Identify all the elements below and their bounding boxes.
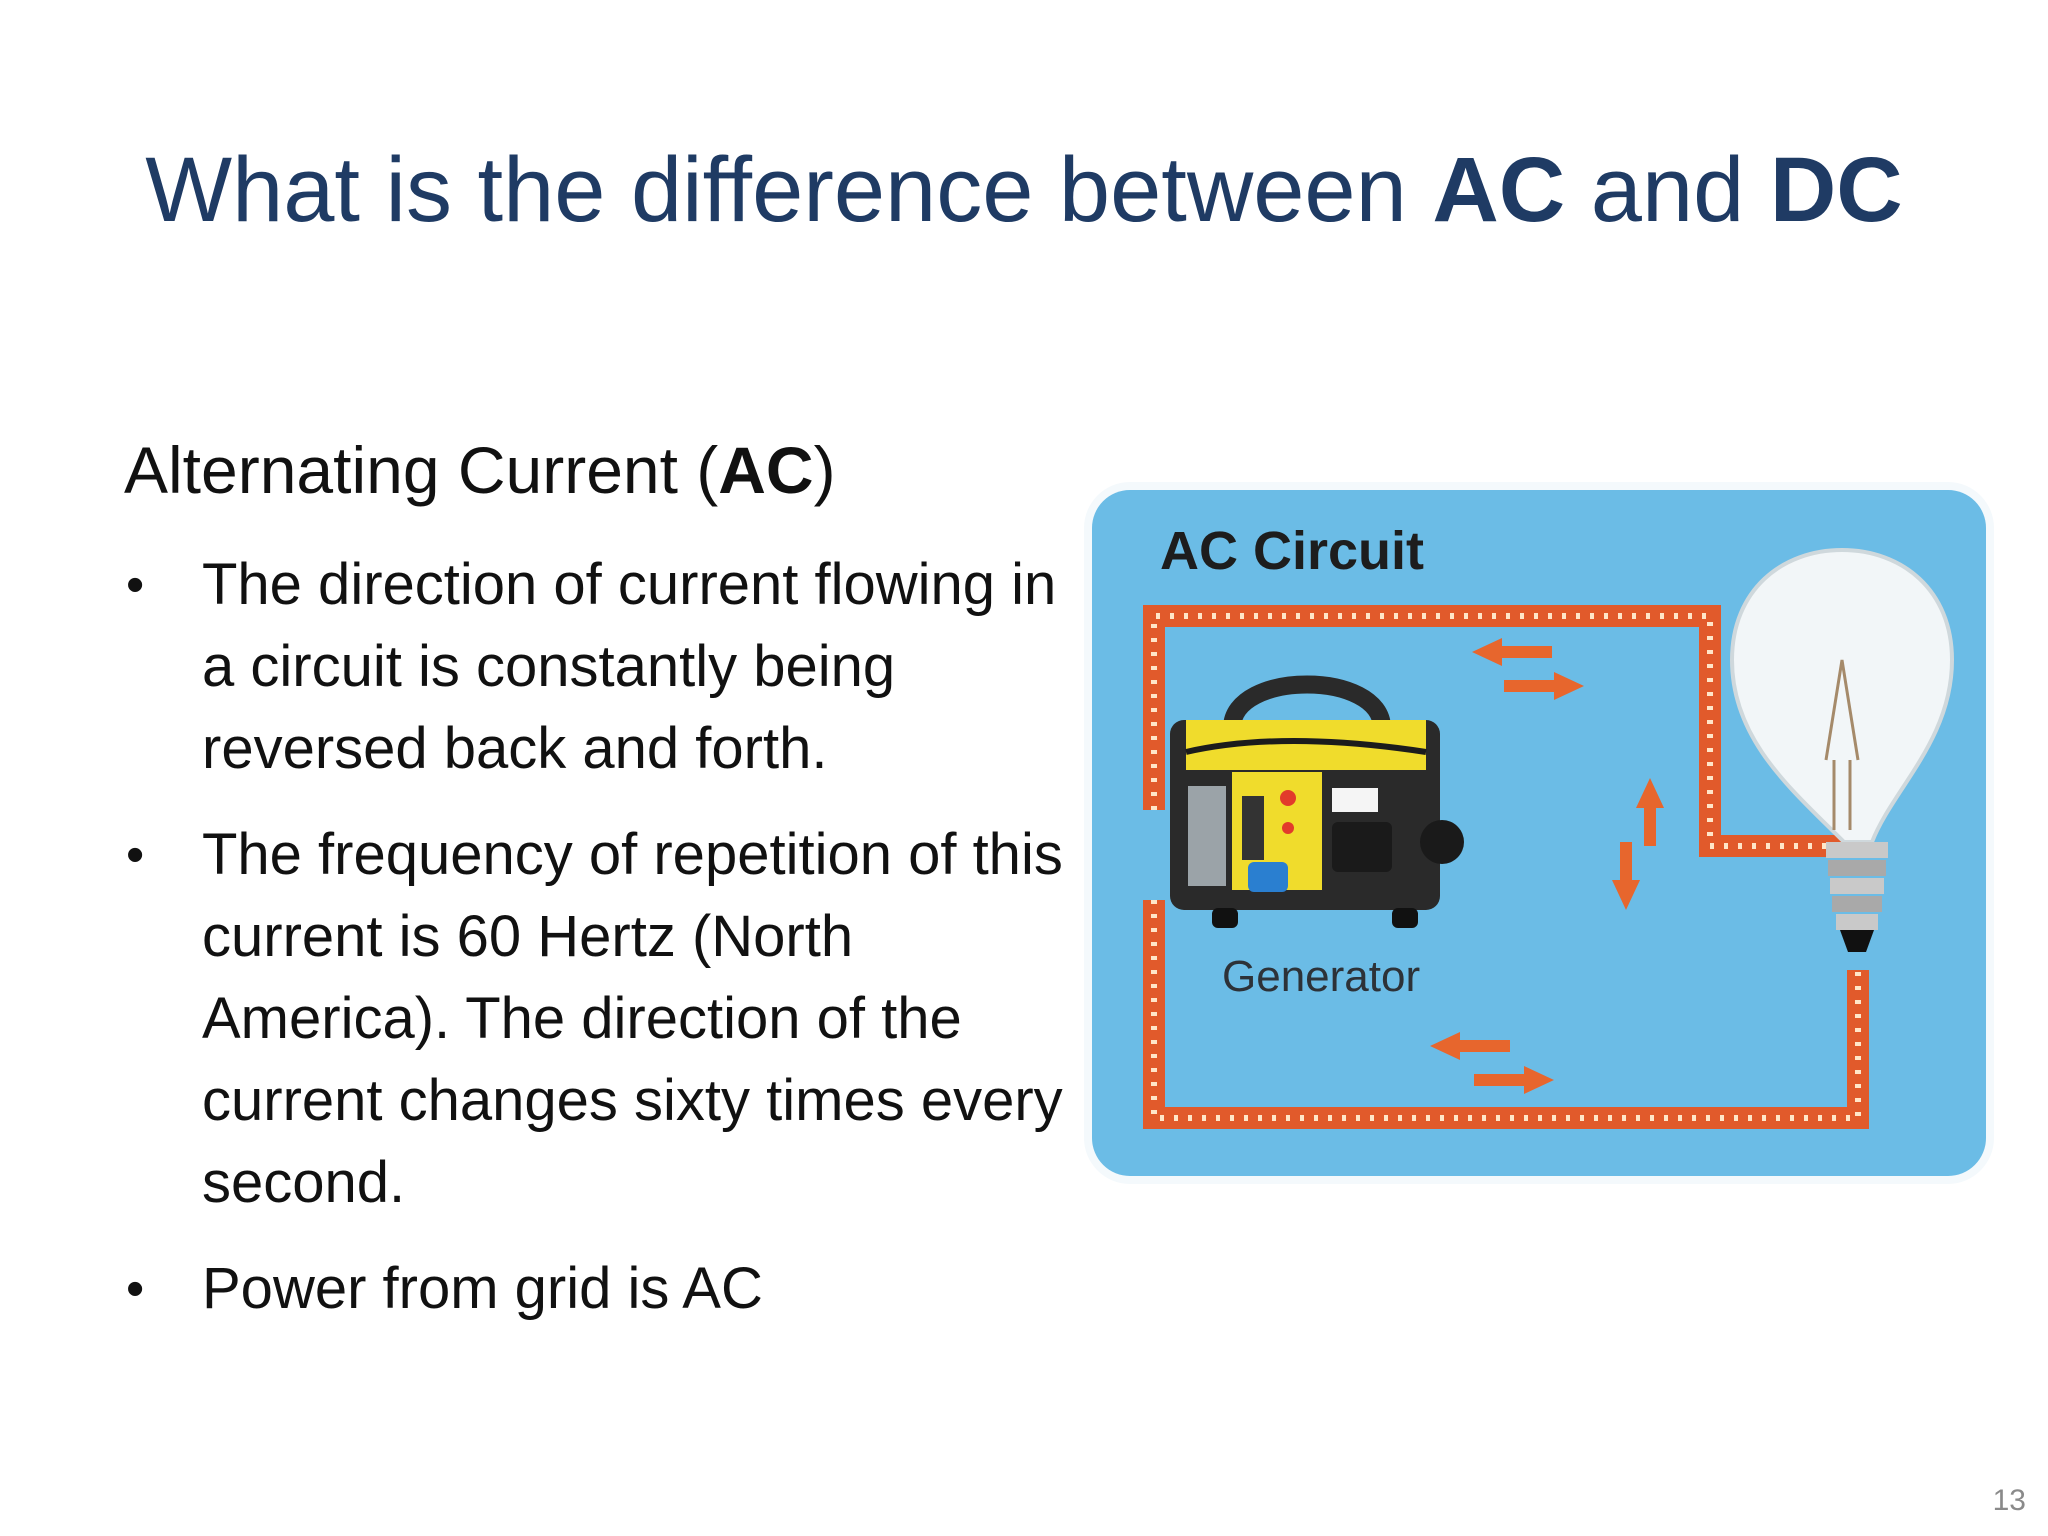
title-mid: and [1565,139,1770,241]
heading-ac: AC [718,433,814,507]
bullet-dot-icon: • [126,556,145,614]
heading-suffix: ) [813,433,836,507]
double-arrow-icon [1612,778,1664,910]
ac-circuit-illustration [1143,547,1955,1129]
light-bulb-icon [1729,547,1955,952]
generator-label: Generator [1222,952,1421,1001]
double-arrow-icon [1430,1032,1554,1094]
bullet-text: The frequency of repetition of this curr… [202,822,1063,1215]
generator-icon [1170,675,1464,928]
circuit-wire [1143,605,1869,1129]
bullet-text: Power from grid is AC [202,1256,763,1321]
bullet-item: • The frequency of repetition of this cu… [124,814,1084,1224]
heading-prefix: Alternating Current ( [124,433,719,507]
bullet-list: • The direction of current flowing in a … [124,544,1084,1354]
bullet-dot-icon: • [126,1260,145,1318]
page-number: 13 [1992,1484,2026,1517]
circuit-title: AC Circuit [1160,521,1425,581]
title-dc: DC [1769,139,1903,241]
title-ac: AC [1432,139,1566,241]
slide-title: What is the difference between AC and DC [0,139,2048,241]
double-arrow-icon [1472,638,1584,700]
bullet-item: • Power from grid is AC [124,1248,1084,1330]
bullet-text: The direction of current flowing in a ci… [202,552,1057,781]
section-heading: Alternating Current (AC) [124,432,836,508]
bullet-dot-icon: • [126,826,145,884]
title-prefix: What is the difference between [145,139,1433,241]
bullet-item: • The direction of current flowing in a … [124,544,1084,790]
